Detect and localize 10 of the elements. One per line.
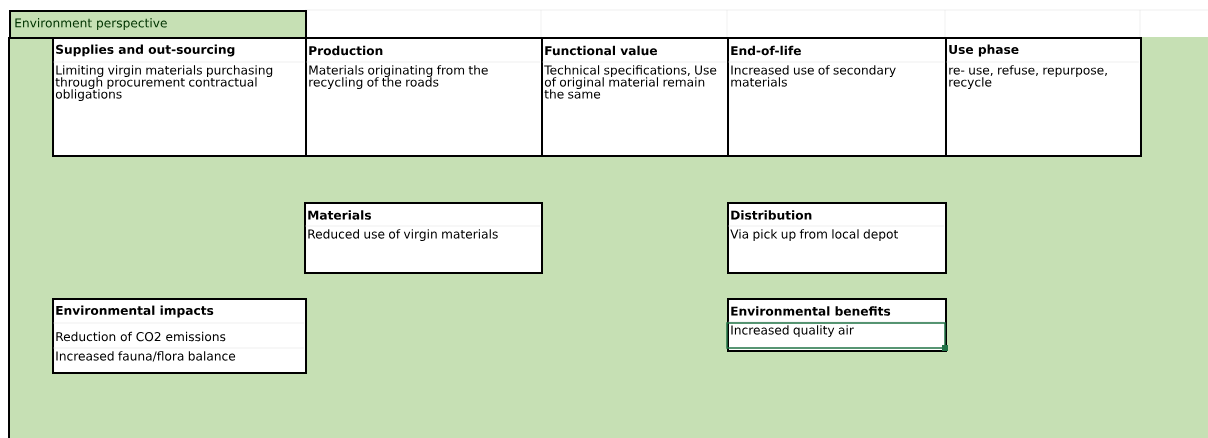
table-box: Supplies and out-sourcing Limiting virgin materials purchasing through procurement contractual obligations [52,37,307,157]
node-label: Environment perspective [15,18,167,30]
table-box: Distribution Via pick up from local depot [727,202,947,274]
table-box: Environmental benefits Increased quality air [727,298,947,352]
table-box: Environmental impacts Reduction of CO2 emissions Increased fauna/flora balance [52,298,307,374]
table-box: End-of-life Increased use of secondary materials [727,37,947,157]
table-box: Use phase re- use, refuse, repurpose, recycle [945,37,1142,157]
table-box: Production Materials originating from the recycling of the roads [305,37,543,157]
table-box: Functional value Technical specifications, Use of original material remain the same [541,37,729,157]
table-box: Materials Reduced use of virgin materials [304,202,543,274]
